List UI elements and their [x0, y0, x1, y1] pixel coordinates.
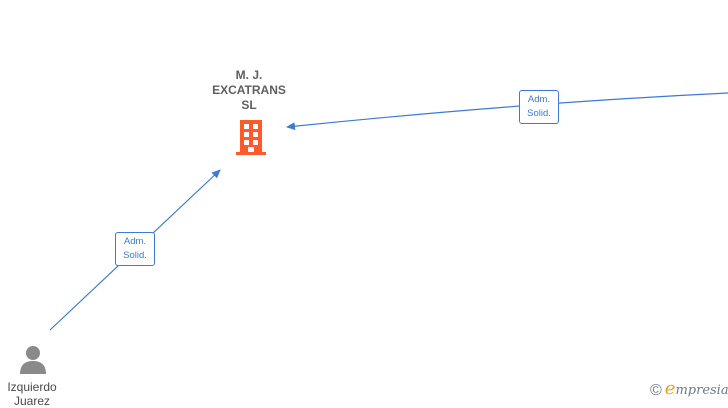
edge-external-to-company	[286, 92, 728, 131]
person-name-line: Izquierdo	[7, 380, 57, 394]
relation-badge[interactable]: Adm. Solid.	[115, 232, 155, 266]
company-name-line: EXCATRANS	[212, 83, 286, 97]
company-name-line: M. J.	[235, 68, 263, 82]
relation-role-line: Adm.	[123, 236, 147, 247]
building-icon[interactable]	[235, 118, 267, 156]
company-name-line: SL	[241, 98, 257, 112]
company-node-label[interactable]: M. J. EXCATRANS SL	[199, 68, 299, 113]
relation-role-line: Solid.	[527, 108, 551, 119]
relation-role-line: Solid.	[123, 250, 147, 261]
relation-badge[interactable]: Adm. Solid.	[519, 90, 559, 124]
brand-initial: e	[664, 378, 676, 399]
brand-logo: ©empresia	[650, 378, 728, 400]
relation-role-line: Adm.	[527, 94, 551, 105]
person-icon[interactable]	[18, 344, 48, 374]
person-node-label[interactable]: Izquierdo Juarez	[0, 380, 64, 408]
copyright-icon: ©	[650, 382, 662, 399]
person-name-line: Juarez	[13, 394, 51, 408]
brand-name: mpresia	[675, 383, 728, 398]
